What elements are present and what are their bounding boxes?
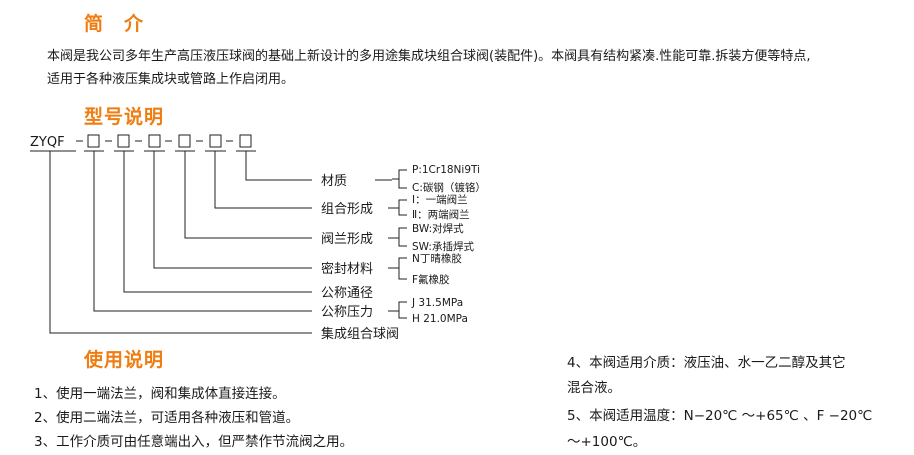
usage-item-1: 1、使用一端法兰，阀和集成体直接连接。 xyxy=(34,386,286,402)
label-flange: 阀兰形成 xyxy=(321,232,373,247)
label-valve-name: 集成组合球阀 xyxy=(321,326,399,342)
option-flange-bw: BW:对焊式 xyxy=(412,222,464,235)
model-heading: 型号说明 xyxy=(84,106,165,128)
usage-item-4-line-1: 4、本阀适用介质：液压油、水一乙二醇及其它 xyxy=(567,355,846,371)
label-pressure: 公称压力 xyxy=(321,305,373,320)
intro-line-2: 适用于各种液压集成块或管路上作启闭用。 xyxy=(47,72,295,87)
label-combination: 组合形成 xyxy=(321,202,373,217)
option-pressure-j: J 31.5MPa xyxy=(411,297,463,309)
usage-item-5-line-1: 5、本阀适用温度：N−20℃ ～+65℃ 、F −20℃ xyxy=(567,408,873,424)
option-combination-2: Ⅱ：两端阀兰 xyxy=(412,208,470,221)
option-material-c: C:碳钢（镀铬） xyxy=(412,181,486,194)
option-flange-sw: SW:承插焊式 xyxy=(412,240,474,253)
usage-item-4-line-2: 混合液。 xyxy=(567,380,621,396)
intro-heading: 简 介 xyxy=(84,13,145,35)
intro-line-1: 本阀是我公司多年生产高压液压球阀的基础上新设计的多用途集成块组合球阀(装配件)。… xyxy=(47,49,811,64)
model-code-prefix: ZYQF xyxy=(30,135,65,150)
label-diameter: 公称通径 xyxy=(321,286,373,301)
option-seal-f: F氟橡胶 xyxy=(412,273,450,286)
usage-item-5-line-2: ～+100℃。 xyxy=(567,434,647,450)
option-pressure-h: H 21.0MPa xyxy=(412,313,468,325)
option-material-p: P:1Cr18Ni9Ti xyxy=(412,164,480,176)
usage-heading: 使用说明 xyxy=(84,349,165,371)
usage-item-2: 2、使用二端法兰，可适用各种液压和管道。 xyxy=(34,410,300,426)
usage-item-3: 3、工作介质可由任意端出入，但严禁作节流阀之用。 xyxy=(34,434,354,450)
option-seal-n: N丁晴橡胶 xyxy=(412,252,462,265)
label-seal: 密封材料 xyxy=(321,261,373,277)
option-combination-1: Ⅰ：一端阀兰 xyxy=(412,193,468,206)
label-material: 材质 xyxy=(321,174,347,189)
